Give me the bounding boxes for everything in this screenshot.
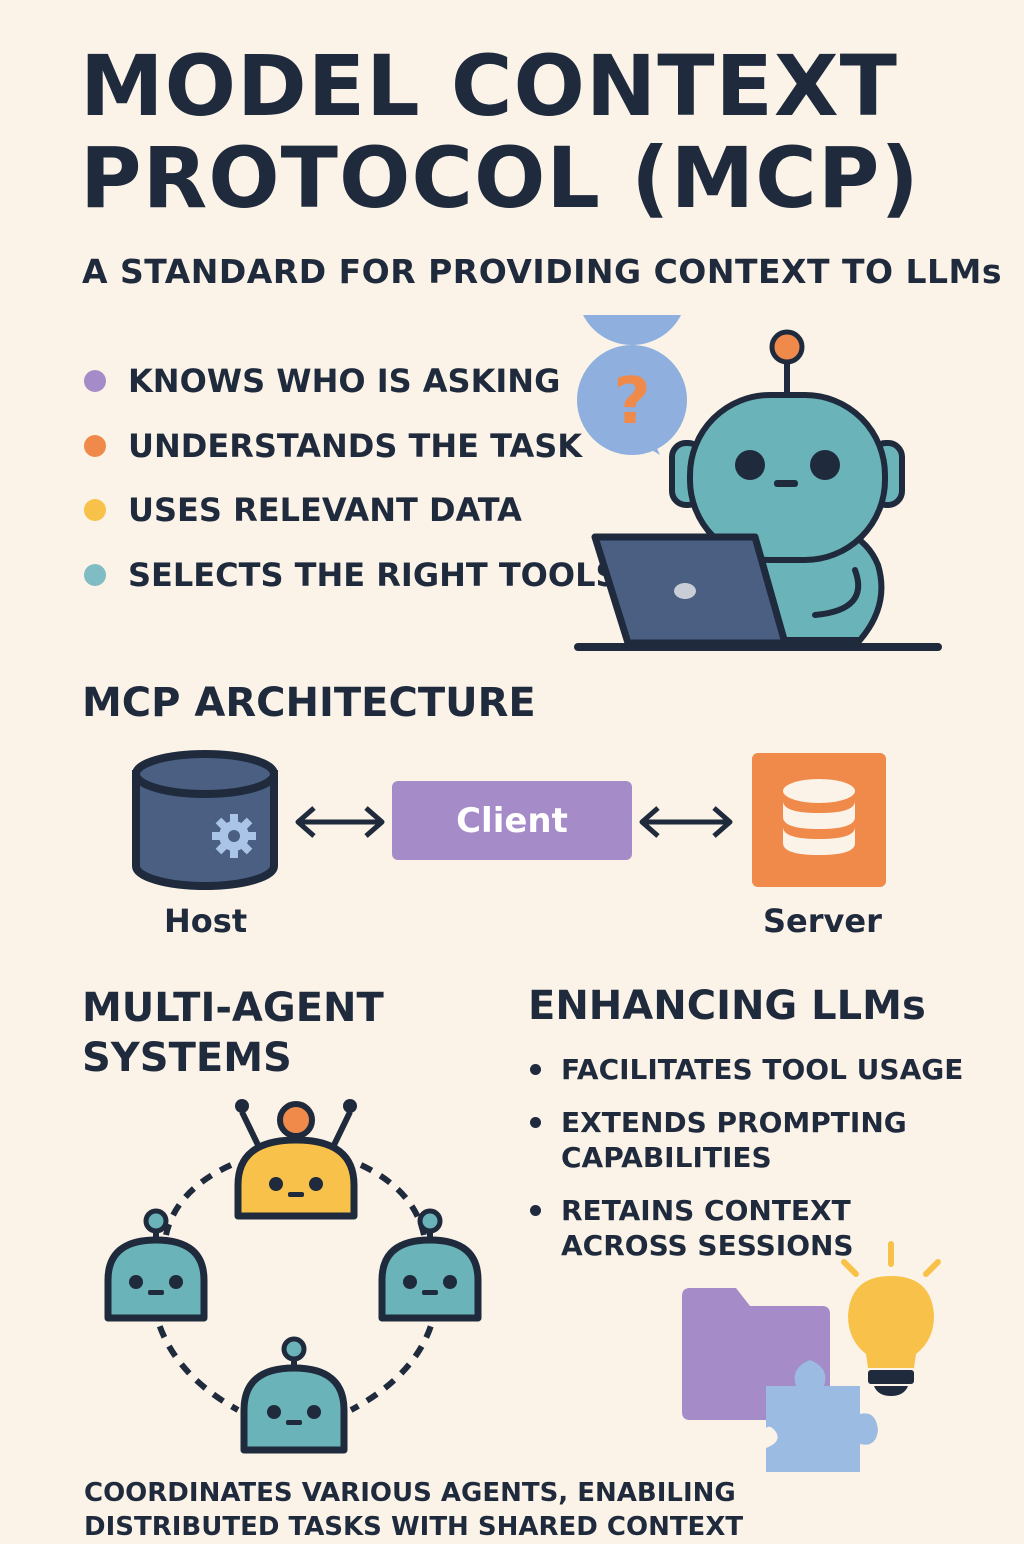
enhancing-bullet-3: RETAINS CONTEXT ACROSS SESSIONS	[528, 1193, 968, 1263]
bullet-line-1: RETAINS CONTEXT	[561, 1194, 851, 1227]
bullet-line-2: CAPABILITIES	[561, 1141, 772, 1174]
bidirectional-arrow-icon	[639, 806, 733, 838]
lightbulb-icon	[841, 1241, 941, 1277]
gear-icon	[212, 814, 256, 858]
caption-line-1: COORDINATES VARIOUS AGENTS, ENABILING	[84, 1478, 736, 1508]
host-label: Host	[164, 902, 248, 940]
multi-agent-heading-line-2: SYSTEMS	[82, 1035, 292, 1081]
host-database-icon	[132, 750, 278, 890]
enhancing-bullet-2: EXTENDS PROMPTING CAPABILITIES	[528, 1105, 968, 1175]
agent-robot-icon	[240, 1336, 348, 1454]
puzzle-icon	[766, 1360, 878, 1472]
subtitle: A STANDARD FOR PROVIDING CONTEXT TO LLMs	[82, 252, 1003, 291]
bullet-dot-icon	[530, 1064, 541, 1075]
bidirectional-arrow-icon	[295, 806, 385, 838]
leader-robot-icon	[234, 1099, 358, 1220]
feature-item-3: USES RELEVANT DATA	[84, 491, 522, 529]
enhancing-bullet-1: FACILITATES TOOL USAGE	[528, 1052, 968, 1087]
title-line-1: MODEL CONTEXT	[80, 37, 898, 135]
bullet-dot-icon	[530, 1205, 541, 1216]
multi-agent-caption: COORDINATES VARIOUS AGENTS, ENABILING DI…	[84, 1476, 964, 1544]
bullet-line-2: ACROSS SESSIONS	[561, 1229, 854, 1262]
feature-label: UNDERSTANDS THE TASK	[128, 427, 583, 465]
caption-line-2: DISTRIBUTED TASKS WITH SHARED CONTEXT	[84, 1512, 744, 1542]
question-bubble-icon: ?	[577, 315, 687, 455]
purple-dot-icon	[84, 370, 106, 392]
feature-label: SELECTS THE RIGHT TOOLS	[128, 556, 619, 594]
feature-item-1: KNOWS WHO IS ASKING	[84, 362, 560, 400]
server-label: Server	[763, 902, 882, 940]
architecture-heading: MCP ARCHITECTURE	[82, 680, 536, 726]
multi-agent-network-illustration	[104, 1099, 482, 1454]
robot-laptop-illustration: ?	[574, 315, 942, 651]
server-database-icon	[752, 753, 886, 887]
folder-puzzle-lightbulb-illustration	[682, 1241, 941, 1472]
title-line-2: PROTOCOL (MCP)	[80, 129, 920, 227]
agent-robot-icon	[378, 1208, 482, 1322]
client-box: Client	[392, 781, 632, 860]
enhancing-heading: ENHANCING LLMs	[528, 983, 926, 1029]
feature-item-2: UNDERSTANDS THE TASK	[84, 427, 582, 465]
page-title: MODEL CONTEXT PROTOCOL (MCP)	[80, 40, 980, 224]
feature-label: KNOWS WHO IS ASKING	[128, 362, 561, 400]
agent-robot-icon	[104, 1208, 208, 1322]
multi-agent-heading-line-1: MULTI-AGENT	[82, 985, 384, 1031]
yellow-dot-icon	[84, 499, 106, 521]
multi-agent-heading: MULTI-AGENT SYSTEMS	[82, 983, 384, 1083]
bullet-dot-icon	[530, 1117, 541, 1128]
svg-text:?: ?	[613, 365, 650, 439]
feature-item-4: SELECTS THE RIGHT TOOLS	[84, 556, 619, 594]
orange-dot-icon	[84, 435, 106, 457]
bullet-line-1: FACILITATES TOOL USAGE	[561, 1053, 964, 1086]
bullet-line-1: EXTENDS PROMPTING	[561, 1106, 907, 1139]
teal-dot-icon	[84, 564, 106, 586]
feature-label: USES RELEVANT DATA	[128, 491, 522, 529]
